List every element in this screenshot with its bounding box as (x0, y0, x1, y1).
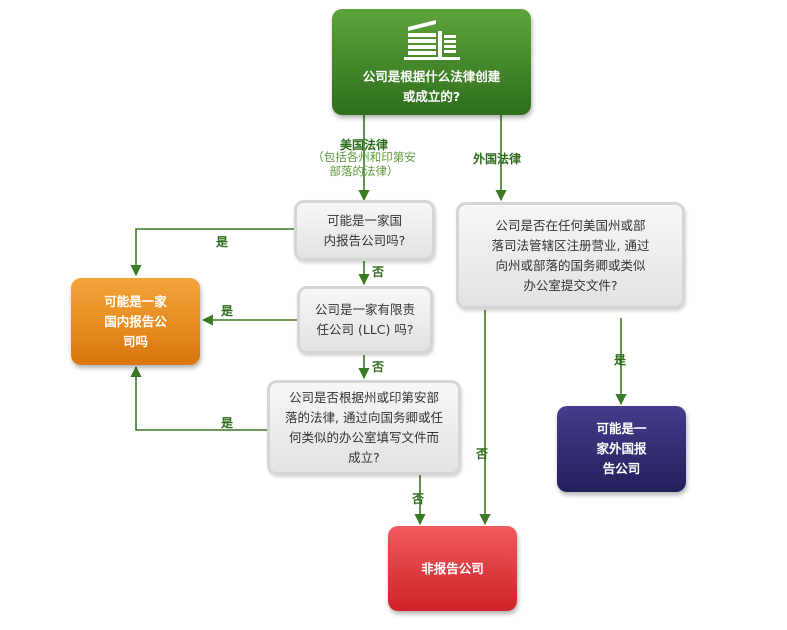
question-line: 公司是一家有限责 (314, 302, 415, 317)
question-line: 可能是一家国 (326, 212, 402, 228)
branch-us-note-line: 部落的法律） (329, 164, 399, 178)
start-question-box: 公司是根据什么法律创建 或成立的? (332, 9, 531, 115)
result-line: 司吗 (122, 333, 148, 349)
branch-us-note-line: （包括各州和印第安 (312, 150, 416, 164)
question-line: 内报告公司吗? (323, 232, 406, 248)
result-line: 家外国报 (596, 441, 647, 456)
edge-label-yes: 是 (221, 304, 234, 318)
start-question-line: 或成立的? (402, 89, 461, 104)
question-line: 任公司 (LLC) 吗? (316, 322, 414, 337)
branch-us-note: （包括各州和印第安 部落的法律） (284, 150, 444, 178)
question-state-filing-box: 公司是否根据州或印第安部 落的法律, 通过向国务卿或任 何类似的办公室填写文件而… (267, 380, 461, 475)
result-line: 可能是一家 (104, 293, 167, 309)
edge-label-no: 否 (372, 360, 385, 374)
result-non-reporting-box: 非报告公司 (388, 526, 517, 611)
question-line: 成立? (348, 449, 380, 465)
start-question-line: 公司是根据什么法律创建 (362, 69, 501, 84)
result-domestic-box: 可能是一家 国内报告公 司吗 (71, 278, 200, 365)
branch-us-label: 美国法律 (340, 138, 389, 152)
question-line: 落司法管辖区注册营业, 通过 (491, 237, 650, 253)
question-line: 落的法律, 通过向国务卿或任 (285, 409, 443, 425)
edge-label-no: 否 (412, 492, 425, 506)
question-line: 公司是否根据州或印第安部 (288, 389, 439, 405)
edge-label-no: 否 (476, 447, 489, 461)
question-line: 办公室提交文件? (523, 277, 618, 293)
question-llc-box: 公司是一家有限责 任公司 (LLC) 吗? (297, 286, 433, 354)
question-line: 向州或部落的国务卿或类似 (495, 257, 646, 273)
building-icon (403, 20, 460, 60)
result-line: 可能是一 (596, 421, 647, 436)
result-foreign-box: 可能是一 家外国报 告公司 (557, 406, 686, 492)
question-foreign-registration-box: 公司是否在任何美国州或部 落司法管辖区注册营业, 通过 向州或部落的国务卿或类似… (456, 202, 685, 309)
edge-label-yes: 是 (221, 416, 234, 430)
branch-foreign-label: 外国法律 (473, 152, 522, 166)
result-line: 告公司 (602, 461, 641, 476)
result-line: 非报告公司 (421, 560, 484, 576)
edge-label-yes: 是 (216, 235, 229, 249)
result-line: 国内报告公 (104, 313, 167, 329)
question-domestic-box: 可能是一家国 内报告公司吗? (294, 200, 435, 261)
arrow-q3-yes (130, 365, 268, 431)
question-line: 何类似的办公室填写文件而 (288, 429, 439, 445)
arrow-q1-yes (130, 228, 295, 277)
edge-label-no: 否 (372, 265, 385, 279)
question-line: 公司是否在任何美国州或部 (495, 217, 646, 233)
edge-label-yes: 是 (614, 353, 627, 367)
